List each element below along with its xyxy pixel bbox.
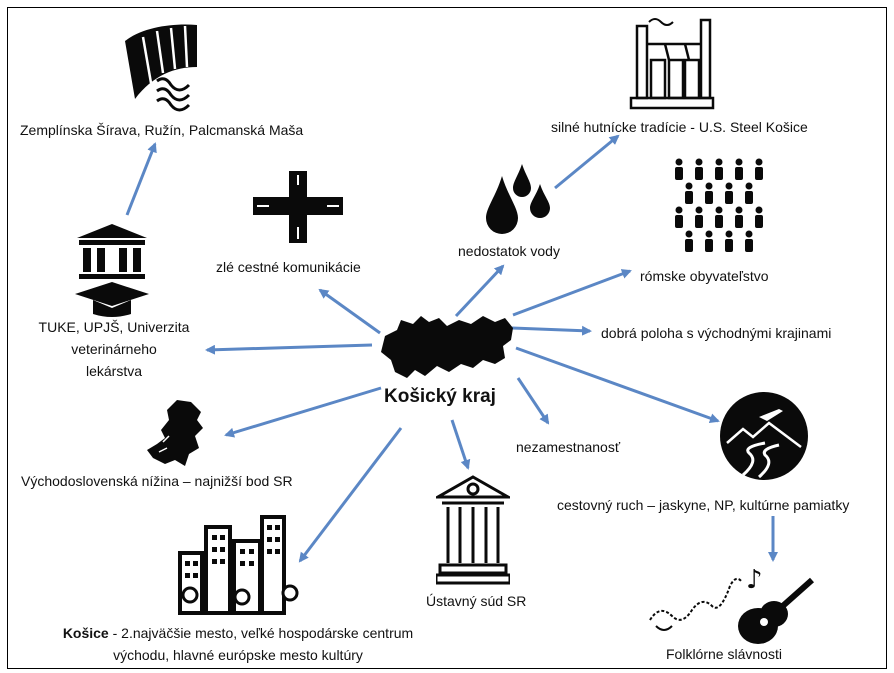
arrow-to-water [454, 264, 505, 318]
roads-label: zlé cestné komunikácie [216, 259, 361, 275]
arrow-to-court [450, 419, 471, 470]
travel-landscape-icon [720, 392, 808, 480]
roma-label: rómske obyvateľstvo [640, 268, 769, 284]
kosice-line-2: východu, hlavné európske mesto kultúry [113, 647, 363, 663]
kosice-name: Košice [62, 625, 109, 641]
universities-label: TUKE, UPJŠ, Univerzita veterinárneho lek… [18, 316, 210, 382]
people-crowd-icon [675, 158, 763, 252]
arrow-to-position [511, 325, 592, 336]
water-drops-icon [486, 164, 550, 234]
arrow-to-roma [512, 269, 632, 317]
arrow-universities-to-dams [125, 142, 157, 216]
courthouse-icon [436, 475, 510, 585]
region-map-icon [381, 316, 513, 378]
factory-icon [629, 18, 715, 110]
court-label: Ústavný súd SR [426, 593, 527, 609]
universities-line-1: TUKE, UPJŠ, Univerzita [38, 319, 190, 335]
kosice-line-1: Košice - 2.najväčšie mesto, veľké hospod… [28, 622, 448, 644]
universities-line-2: veterinárneho [71, 341, 157, 357]
position-label: dobrá poloha s východnými krajinami [601, 325, 832, 341]
arrow-to-unemployment [516, 377, 550, 425]
tourism-label: cestovný ruch – jaskyne, NP, kultúrne pa… [557, 497, 850, 513]
kosice-label: Košice - 2.najväčšie mesto, veľké hospod… [28, 622, 448, 666]
diagram-frame: ♪ Zemplínska Šírava, Ružín, Palcmanská M… [7, 7, 887, 669]
university-icon [75, 224, 149, 317]
arrow-to-lowland [224, 386, 382, 438]
guitar-music-icon: ♪ [649, 566, 814, 644]
steel-label: silné hutnícke tradície - U.S. Steel Koš… [551, 119, 808, 135]
folklore-label: Folklórne slávnosti [666, 646, 782, 662]
lowland-label: Východoslovenská nížina – najnižší bod S… [21, 473, 293, 489]
arrow-to-kosice [298, 427, 403, 563]
arrow-to-universities [205, 343, 373, 355]
city-skyline-icon [178, 515, 299, 615]
road-intersection-icon [253, 171, 343, 243]
water-label: nedostatok vody [458, 243, 560, 259]
kosice-description: - 2.najväčšie mesto, veľké hospodárske c… [108, 625, 414, 641]
arrow-water-to-steel [554, 134, 620, 190]
arrow-to-tourism [515, 346, 720, 423]
svg-text:♪: ♪ [746, 566, 763, 595]
dam-icon [125, 24, 197, 112]
center-label: Košický kraj [384, 386, 496, 407]
arrow-to-roads [318, 288, 381, 335]
universities-line-3: lekárstva [85, 363, 143, 379]
arrows-layer [125, 134, 778, 563]
netherlands-map-icon [147, 400, 203, 466]
unemployment-label: nezamestnanosť [516, 439, 621, 455]
dams-label: Zemplínska Šírava, Ružín, Palcmanská Maš… [20, 122, 304, 138]
